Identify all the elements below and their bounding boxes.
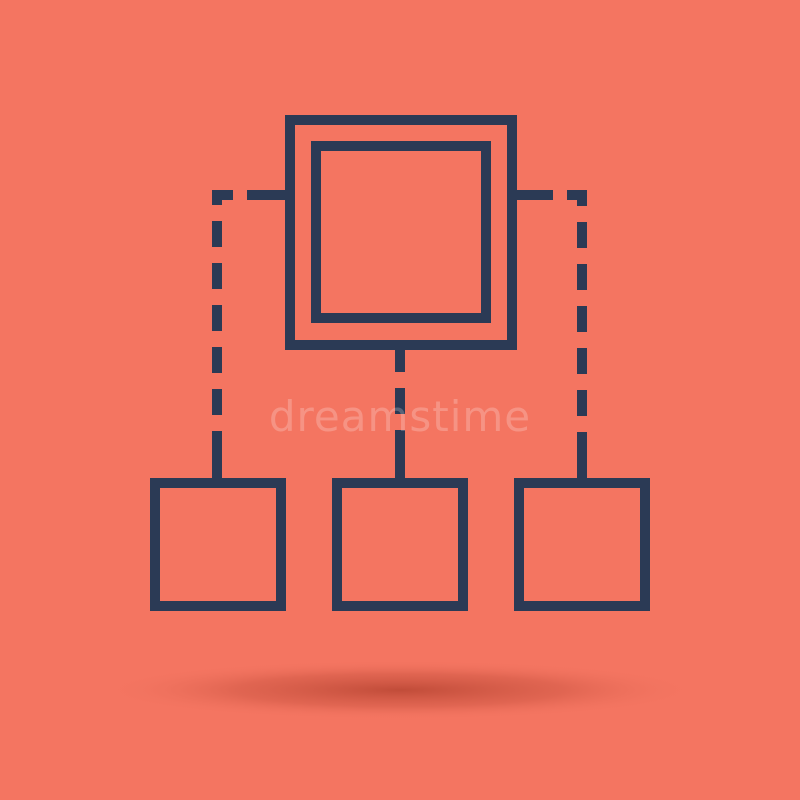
parent-node-inner-square	[311, 141, 491, 323]
drop-shadow	[100, 660, 700, 720]
child-node-right	[514, 478, 650, 611]
child-node-left	[150, 478, 286, 611]
connector-left-dashed	[212, 190, 233, 452]
child-node-center	[332, 478, 468, 611]
parent-node-outer-square	[285, 115, 517, 350]
connector-right-dashed	[567, 190, 587, 452]
